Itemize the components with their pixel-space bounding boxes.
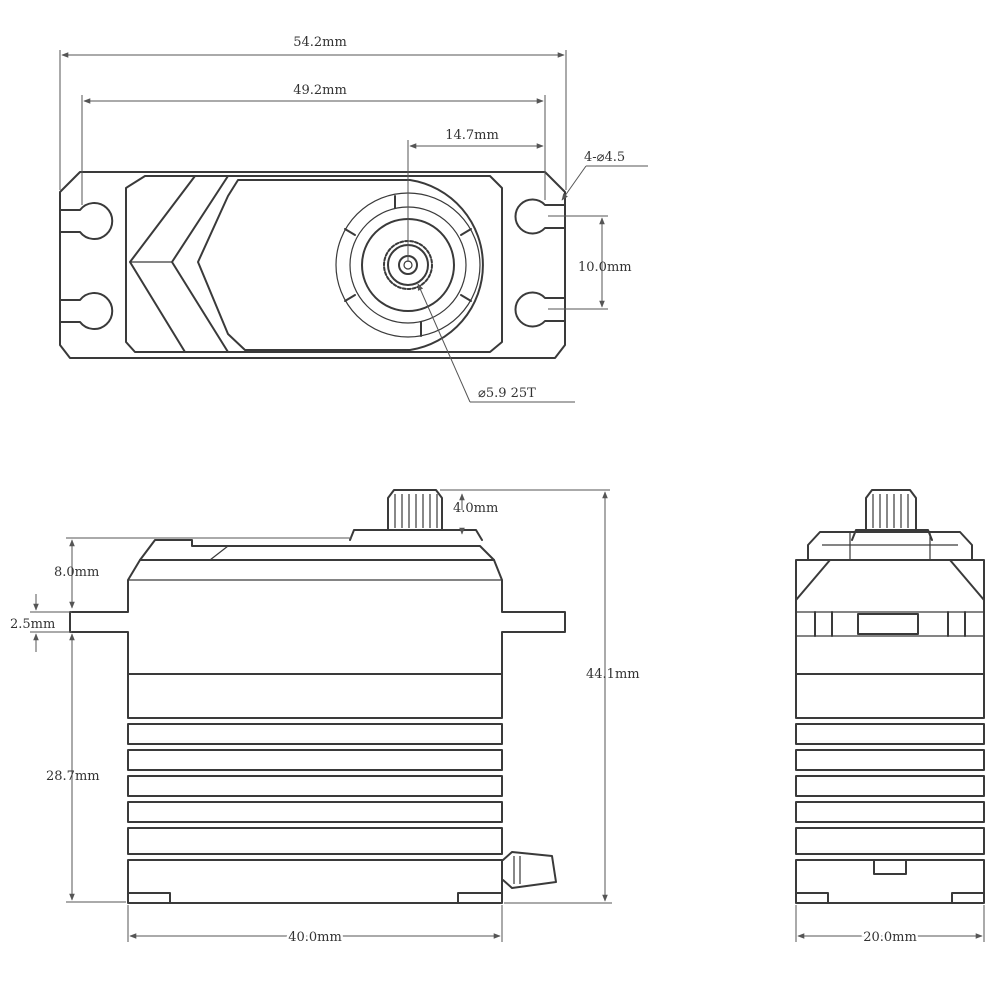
front-feet [127, 892, 503, 904]
top-right-slot-upper [514, 198, 566, 235]
top-chevron-outer [129, 175, 196, 353]
side-feet [795, 892, 985, 904]
top-left-slot-lower [59, 292, 114, 330]
label-hole-spacing: 49.2mm [293, 83, 347, 98]
front-spline [387, 489, 443, 531]
dim-spline-height: 4.0mm [440, 489, 610, 535]
top-left-slot-upper [59, 202, 114, 240]
front-bottom-case [127, 859, 503, 904]
front-heatsink-fins [127, 673, 503, 855]
side-bottom-case [795, 859, 985, 904]
side-bevels [795, 559, 985, 601]
top-mount-plate [59, 171, 566, 359]
front-bearing-cap [349, 529, 483, 541]
leader-mount-holes: 4-⌀4.5 [561, 150, 648, 201]
side-top-details [822, 532, 958, 560]
side-heatsink-fins [795, 673, 985, 855]
top-raised-plate [197, 179, 484, 351]
dim-body-width: 40.0mm [127, 905, 503, 948]
label-tab-thickness: 2.5mm [10, 617, 55, 632]
front-cover-edge [209, 545, 229, 561]
leader-spline: ⌀5.9 25T [417, 283, 575, 403]
dim-tab-thickness: 2.5mm [10, 594, 72, 652]
front-wire-grommet [502, 851, 557, 889]
label-total-height: 44.1mm [586, 667, 640, 682]
front-view: 4.0mm 8.0mm 2.5mm 28.7mm 44.1mm [10, 489, 640, 948]
side-view: 20.0mm [795, 489, 985, 948]
label-top-to-tab: 8.0mm [54, 565, 99, 580]
label-spline-height: 4.0mm [453, 501, 498, 516]
side-wire-exit [873, 859, 907, 875]
label-body-width: 40.0mm [288, 930, 342, 945]
dim-hole-spacing: 49.2mm [81, 83, 546, 205]
side-tab-blocks [814, 611, 966, 637]
side-top-cover [807, 531, 973, 561]
front-grommet-ribs [513, 856, 521, 884]
top-right-slot-lower [514, 291, 566, 328]
label-spline: ⌀5.9 25T [478, 386, 536, 401]
label-overall-width: 54.2mm [293, 35, 347, 50]
dim-top-to-tab: 8.0mm [54, 537, 352, 609]
front-top-cover [139, 539, 495, 561]
dim-body-height: 28.7mm [46, 633, 126, 903]
top-view: 54.2mm 49.2mm 14.7mm 4-⌀4.5 10.0mm [59, 35, 648, 403]
label-body-height: 28.7mm [46, 769, 100, 784]
label-mount-holes: 4-⌀4.5 [584, 150, 625, 165]
label-body-depth: 20.0mm [863, 930, 917, 945]
dim-overall-width: 54.2mm [59, 35, 567, 190]
dim-total-height: 44.1mm [504, 491, 640, 904]
side-upper-case [795, 559, 985, 675]
dim-output-offset: 14.7mm [407, 128, 544, 262]
dim-hole-pitch: 10.0mm [548, 215, 632, 310]
dim-body-depth: 20.0mm [795, 905, 985, 948]
top-chevron-inner [171, 175, 229, 353]
label-output-offset: 14.7mm [445, 128, 499, 143]
label-hole-pitch: 10.0mm [578, 260, 632, 275]
top-case-body [125, 175, 503, 353]
front-upper-case [69, 559, 566, 675]
